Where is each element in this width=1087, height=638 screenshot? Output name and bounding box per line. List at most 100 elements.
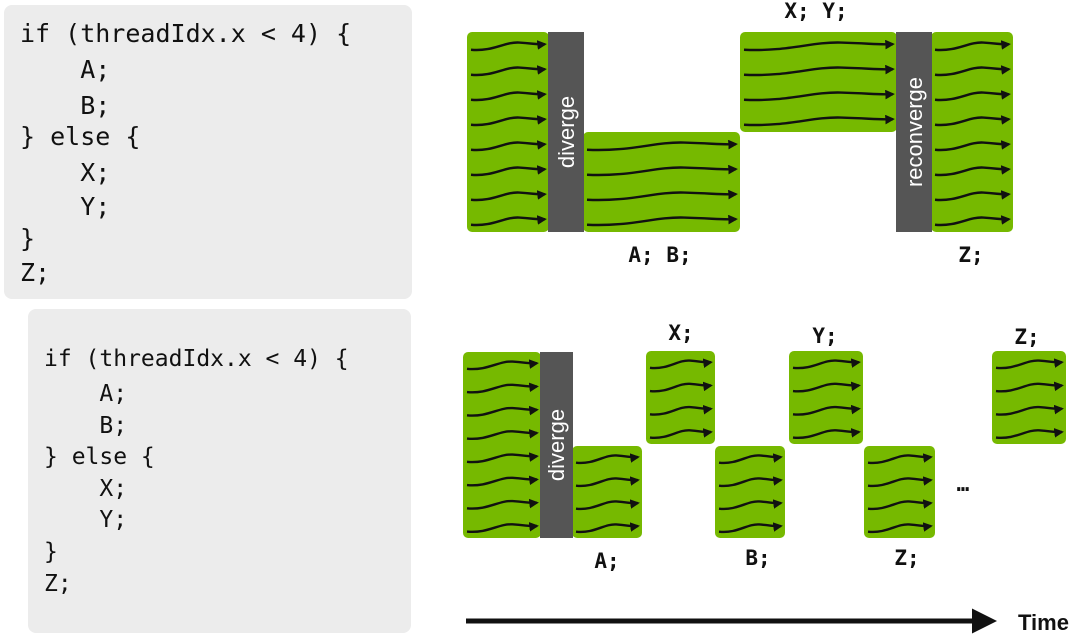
thread-arrow bbox=[575, 453, 640, 465]
code-line: } else { bbox=[20, 122, 141, 151]
code-panel-top: if (threadIdx.x < 4) { A; B; } else { X;… bbox=[4, 5, 412, 299]
time-label: Time bbox=[1018, 610, 1069, 635]
thread-block-bottom-z bbox=[864, 446, 935, 538]
thread-arrow bbox=[470, 40, 547, 52]
label-xy: X; Y; bbox=[784, 0, 847, 23]
code-line: } else { bbox=[44, 444, 155, 470]
thread-arrow bbox=[934, 115, 1011, 127]
thread-arrow bbox=[470, 140, 547, 152]
thread-arrow bbox=[466, 522, 539, 533]
thread-arrow bbox=[575, 499, 640, 511]
svg-text:diverge: diverge bbox=[554, 96, 579, 168]
code-line: B; bbox=[20, 91, 111, 120]
thread-arrow bbox=[743, 64, 895, 77]
thread-arrow bbox=[718, 499, 783, 511]
svg-text:diverge: diverge bbox=[544, 409, 569, 481]
thread-arrow bbox=[575, 476, 640, 488]
code-line: Y; bbox=[44, 507, 128, 533]
code-line: Z; bbox=[20, 258, 51, 287]
thread-arrow bbox=[743, 39, 895, 52]
thread-block-top-z bbox=[931, 32, 1013, 232]
ellipsis: … bbox=[957, 472, 970, 496]
label-x: X; bbox=[668, 321, 693, 345]
thread-arrow bbox=[586, 164, 738, 177]
code-line: if (threadIdx.x < 4) { bbox=[44, 346, 349, 372]
code-line: } bbox=[44, 539, 58, 565]
label-ab: A; B; bbox=[628, 243, 691, 267]
thread-block-top-xy bbox=[740, 32, 897, 132]
thread-arrow bbox=[934, 140, 1011, 152]
thread-arrow bbox=[470, 165, 547, 177]
thread-arrow bbox=[792, 428, 861, 439]
thread-arrow bbox=[718, 476, 783, 488]
thread-arrow bbox=[470, 115, 547, 127]
thread-arrow bbox=[649, 404, 713, 416]
thread-block-bottom-x bbox=[646, 351, 715, 444]
thread-arrow bbox=[867, 453, 933, 465]
thread-arrow bbox=[867, 522, 933, 534]
thread-arrow bbox=[466, 405, 539, 417]
thread-arrow bbox=[466, 452, 539, 464]
thread-arrow bbox=[649, 381, 713, 393]
reconverge-bar-top: reconverge bbox=[896, 32, 932, 232]
thread-arrow bbox=[934, 190, 1011, 202]
code-line: X; bbox=[20, 158, 111, 187]
code-line: if (threadIdx.x < 4) { bbox=[20, 19, 352, 48]
thread-arrow bbox=[718, 453, 783, 465]
thread-arrow bbox=[649, 428, 713, 439]
code-line: } bbox=[20, 224, 36, 253]
svg-text:reconverge: reconverge bbox=[902, 77, 927, 187]
thread-block-bottom-start bbox=[463, 352, 541, 538]
thread-arrow bbox=[934, 65, 1011, 77]
thread-arrow bbox=[718, 522, 783, 534]
thread-arrow bbox=[743, 89, 895, 102]
thread-arrow bbox=[995, 381, 1064, 393]
thread-arrow bbox=[995, 358, 1064, 370]
code-line: Y; bbox=[20, 192, 111, 221]
thread-arrow bbox=[466, 359, 539, 371]
thread-arrow bbox=[470, 65, 547, 77]
thread-arrow bbox=[586, 139, 738, 152]
thread-arrow bbox=[466, 475, 539, 487]
thread-arrow bbox=[934, 165, 1011, 177]
thread-arrow bbox=[470, 90, 547, 102]
label-b: B; bbox=[745, 546, 770, 570]
thread-block-top-ab bbox=[583, 132, 740, 232]
diverge-bar-top: diverge bbox=[548, 32, 584, 232]
thread-arrow bbox=[586, 189, 738, 202]
thread-arrow bbox=[792, 358, 861, 370]
thread-arrow bbox=[934, 90, 1011, 102]
thread-arrow bbox=[995, 404, 1064, 416]
thread-arrow bbox=[934, 40, 1011, 52]
label-y: Y; bbox=[812, 324, 837, 348]
thread-arrow bbox=[792, 381, 861, 393]
label-a: A; bbox=[594, 549, 619, 573]
thread-arrow bbox=[466, 498, 539, 510]
thread-block-bottom-y bbox=[789, 351, 863, 444]
thread-arrow bbox=[934, 215, 1011, 227]
code-line: X; bbox=[44, 476, 128, 502]
thread-block-bottom-b bbox=[715, 446, 785, 538]
thread-arrow bbox=[466, 382, 539, 394]
thread-arrow bbox=[466, 429, 539, 440]
thread-block-bottom-a bbox=[572, 446, 642, 538]
thread-block-bottom-z-upper bbox=[992, 351, 1066, 444]
thread-arrow bbox=[586, 214, 738, 227]
thread-arrow bbox=[995, 428, 1064, 439]
thread-arrow bbox=[792, 404, 861, 416]
thread-arrow bbox=[470, 215, 547, 227]
code-line: A; bbox=[44, 381, 128, 407]
thread-arrow bbox=[867, 476, 933, 488]
code-panel-bottom: if (threadIdx.x < 4) { A; B; } else { X;… bbox=[28, 309, 411, 633]
thread-arrow bbox=[470, 190, 547, 202]
thread-arrow bbox=[649, 358, 713, 370]
code-line: Z; bbox=[44, 571, 72, 597]
label-z-upper: Z; bbox=[1014, 325, 1039, 349]
diverge-bar-bottom: diverge bbox=[540, 352, 573, 538]
label-z-top: Z; bbox=[958, 243, 983, 267]
thread-arrow bbox=[743, 114, 895, 127]
code-line: B; bbox=[44, 413, 128, 439]
thread-arrow bbox=[575, 522, 640, 534]
label-z-lower: Z; bbox=[894, 546, 919, 570]
